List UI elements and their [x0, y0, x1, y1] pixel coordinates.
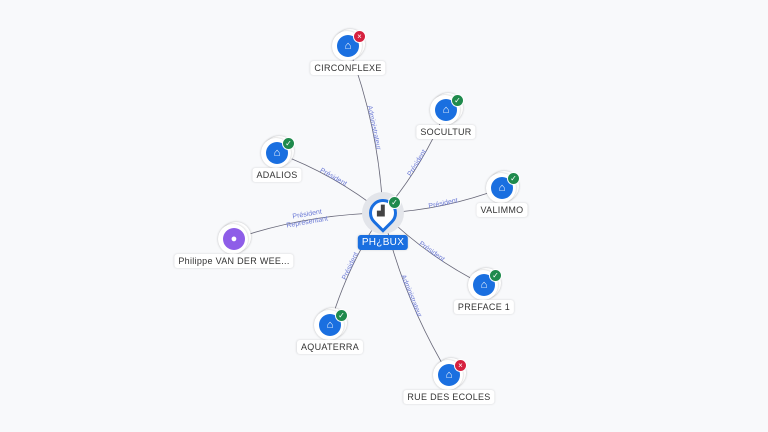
edge-rue [382, 212, 450, 376]
edge-label-aquaterra: Président [341, 251, 360, 281]
edge-label-circonflexe: Administrateur [366, 105, 382, 151]
node-label: AQUATERRA [296, 340, 364, 354]
person-icon: ● [223, 228, 245, 250]
edge-label-preface: Président [417, 240, 445, 263]
node-label: SOCULTUR [416, 125, 476, 139]
check-icon: ✓ [451, 94, 464, 107]
node-label: ADALIOS [252, 168, 302, 182]
edge-label-valimmo: Président [428, 197, 458, 210]
check-icon: ✓ [507, 172, 520, 185]
check-icon: ✓ [335, 309, 348, 322]
cross-icon: × [353, 30, 366, 43]
edge-label-rue: Administrateur [399, 274, 423, 319]
node-label: CIRCONFLEXE [310, 61, 386, 75]
building-icon: ▟ [377, 206, 385, 217]
node-label: Philippe VAN DER WEE... [174, 254, 294, 268]
edge-label-socultur: Président [407, 149, 428, 178]
center-label: PH¿BUX [357, 235, 409, 250]
check-icon: ✓ [388, 196, 401, 209]
node-label: PREFACE 1 [453, 300, 515, 314]
check-icon: ✓ [489, 269, 502, 282]
node-label: RUE DES ECOLES [403, 390, 495, 404]
check-icon: ✓ [282, 137, 295, 150]
edge-label-adalios: Président [319, 167, 348, 188]
cross-icon: × [454, 359, 467, 372]
node-label: VALIMMO [476, 203, 528, 217]
edge-label-philippe: Président [292, 209, 322, 221]
